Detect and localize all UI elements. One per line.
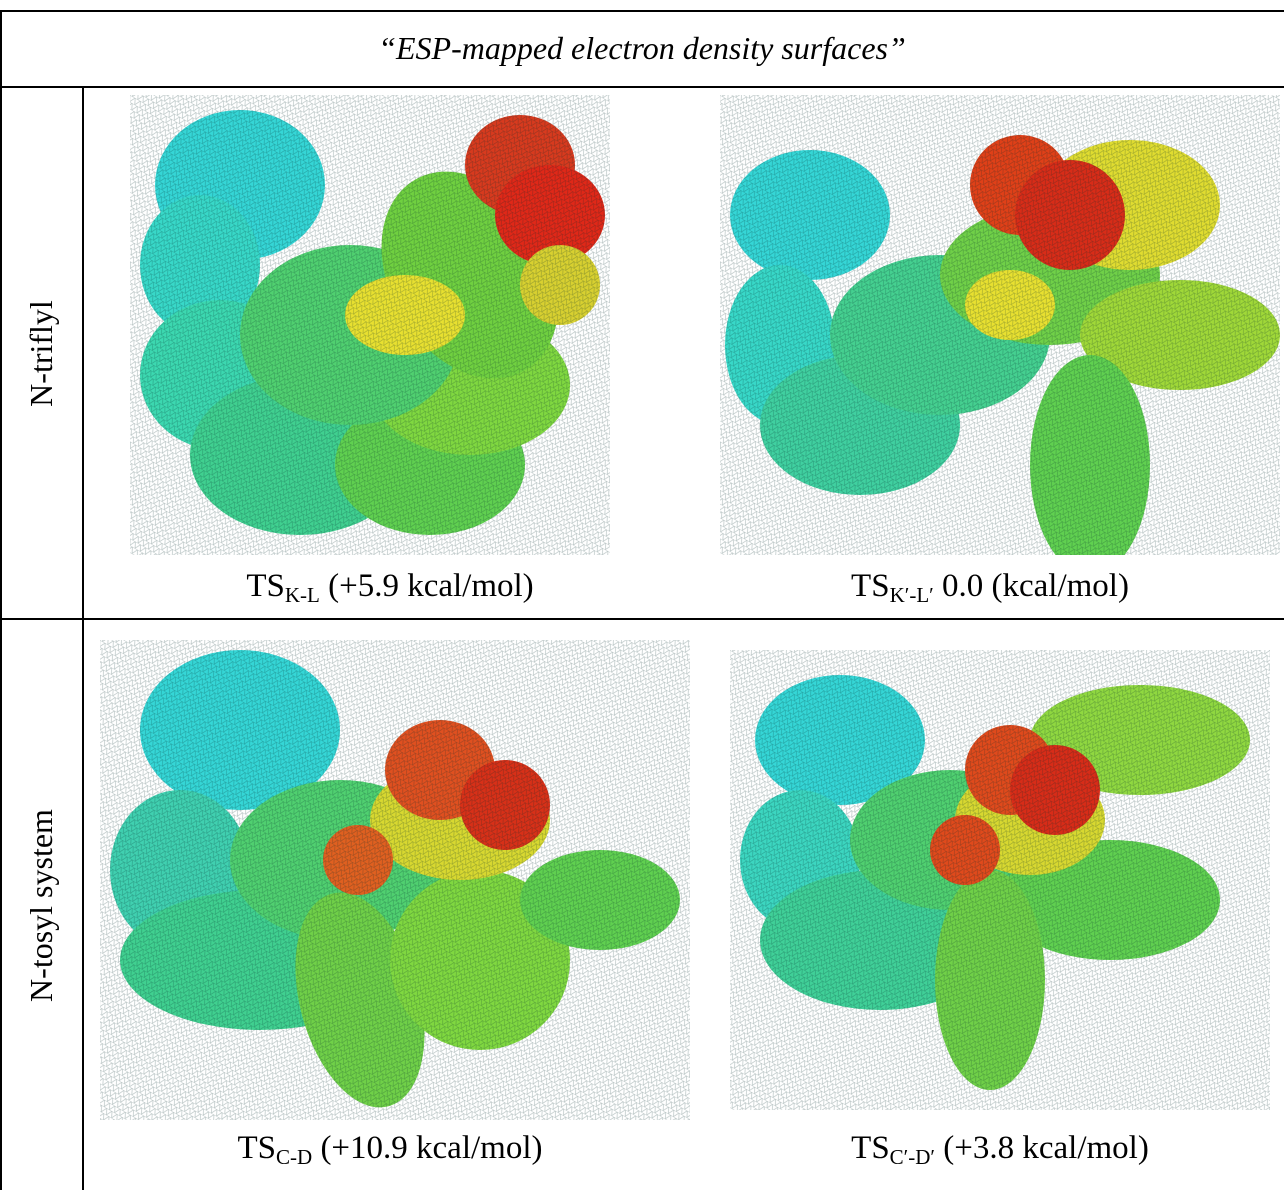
caption-ts-c-prime-d-prime: TSC′-D′ (+3.8 kcal/mol) — [851, 1130, 1149, 1169]
esp-surface-image-ts-c-prime-d-prime — [730, 650, 1270, 1110]
label-column-divider — [82, 86, 84, 1190]
table-border-left — [0, 10, 2, 1190]
table-border-top — [0, 10, 1284, 12]
caption-ts-k-prime-l-prime: TSK′-L′ 0.0 (kcal/mol) — [851, 568, 1129, 607]
figure-title: “ESP-mapped electron density surfaces” — [378, 29, 906, 66]
row-label-triflyl: N-triflyl — [22, 299, 59, 407]
caption-ts-c-d: TSC-D (+10.9 kcal/mol) — [237, 1130, 543, 1169]
esp-surface-image-ts-k-l — [130, 95, 610, 555]
row-divider — [0, 618, 1284, 620]
row-label-tosyl: N-tosyl system — [22, 808, 59, 1002]
caption-ts-k-l: TSK-L (+5.9 kcal/mol) — [246, 568, 534, 607]
header-divider — [0, 86, 1284, 88]
esp-surface-image-ts-k-prime-l-prime — [720, 95, 1280, 555]
esp-surface-image-ts-c-d — [100, 640, 690, 1120]
